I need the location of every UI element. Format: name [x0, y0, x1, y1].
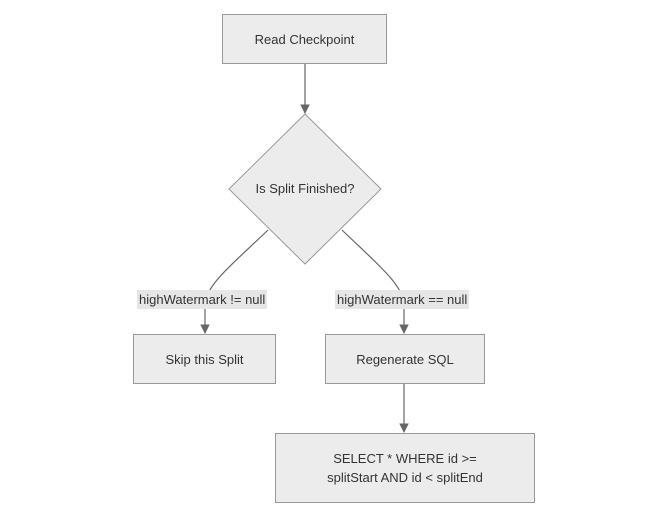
- edge-label-not-null: highWatermark != null: [137, 290, 268, 309]
- edge-decision-to-regenerate: [341, 229, 409, 334]
- node-read-checkpoint-label: Read Checkpoint: [254, 31, 355, 47]
- edge-decision-to-skip: [200, 229, 269, 334]
- decision-diamond[interactable]: [228, 113, 382, 265]
- node-skip-split-label: Skip this Split: [165, 351, 244, 367]
- node-select-sql[interactable]: SELECT * WHERE id >= splitStart AND id <…: [275, 433, 535, 503]
- edge-label-null: highWatermark == null: [335, 290, 470, 309]
- node-regenerate-sql[interactable]: Regenerate SQL: [325, 334, 485, 384]
- node-select-sql-line2: splitStart AND id < splitEnd: [327, 470, 483, 485]
- node-regenerate-sql-label: Regenerate SQL: [356, 351, 454, 367]
- decision-label: Is Split Finished?: [255, 180, 355, 196]
- node-read-checkpoint[interactable]: Read Checkpoint: [222, 14, 387, 64]
- node-select-sql-line1: SELECT * WHERE id >=: [333, 451, 477, 466]
- node-skip-split[interactable]: Skip this Split: [133, 334, 276, 384]
